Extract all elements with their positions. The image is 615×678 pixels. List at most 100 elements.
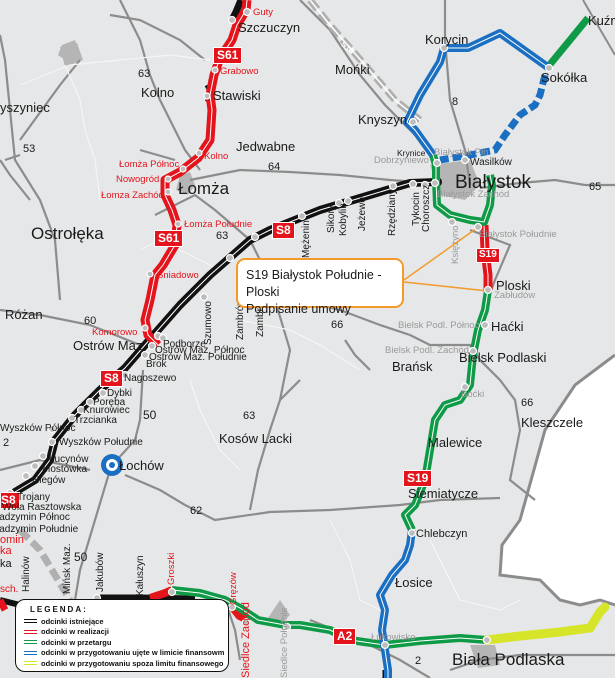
road-number: 2 [3,437,10,449]
callout-subtitle: Podpisanie umowy [246,302,351,316]
node-label: Gręzów [228,572,239,605]
node-label: Łukowisko [371,632,416,643]
node-label: Rzędziany [387,189,398,236]
city-label: Kolno [141,85,175,100]
city-label: Kleszczele [521,415,584,430]
callout-title: S19 Białystok Południe - Ploski [246,268,382,299]
city-label: Ostrów Maz. [73,338,146,353]
city-label: Sokółka [541,70,588,85]
road-number: 50 [74,550,88,564]
node-label: Księżyno [450,225,461,264]
route-shield-s8: S8 [100,370,123,387]
route-shield-s61: S61 [213,47,243,64]
route-shield-s19: S19 [403,470,433,487]
node-label: Sikory [326,205,337,233]
city-label: Bielsk Podlaski [459,350,547,365]
node-label: Komorowo [92,327,138,338]
city-label: Chlebczyn [416,528,468,540]
road-number: 64 [268,161,281,173]
city-label: Mońki [335,62,370,77]
announcement-callout: S19 Białystok Południe - Ploski Podpisan… [236,258,404,316]
node-label: Mińsk Maz. [62,543,73,594]
node-label: Lucynów [49,454,89,465]
legend-item-planned-unfinanced: odcinki w przygotowaniu spoza limitu fin… [24,658,228,669]
planned-financed-routes [101,29,552,678]
city-label: Kosów Lacki [219,431,292,446]
road-number: 50 [143,408,157,422]
node-label: Białystok Zachód [437,189,510,200]
legend-title: LEGENDA: [30,605,88,614]
node-label: Mostówka [42,464,88,475]
road-number: 60 [84,315,97,327]
node-label: Trojany [17,492,50,503]
legend-item-in-progress: odcinki w realizacji [24,627,228,638]
city-label: yszyniec [0,100,50,115]
node-label: ka [0,558,12,570]
legend-label: odcinki w realizacji [41,627,109,637]
legend-item-existing: odcinki istniejące [24,616,228,627]
city-label: Stawiski [213,88,261,103]
node-label: Bielsk Podl. Północ [398,320,480,331]
route-shield-a2: A2 [333,628,357,645]
node-label: Groszki [166,552,177,585]
city-label: Łochów [119,458,164,473]
node-label: Ostrów Maz. Południe [149,352,247,363]
node-label: Siedlce Południe [279,607,290,678]
node-label: Jakubów [95,552,106,592]
node-label: Podborze [163,339,206,350]
road-number: 63 [216,230,229,242]
legend-swatch-red-icon [24,629,37,634]
road-number: 66 [331,319,344,331]
node-label: Wyszków Południe [59,437,143,448]
legend-swatch-green-icon [24,640,37,645]
foreign-territory [500,355,615,605]
road-number: 65 [589,181,602,193]
node-label: Dybki [107,388,133,399]
node-label: Zabłudów [494,290,536,301]
city-label: Korycin [425,32,469,47]
city-label: Łomża [178,179,230,198]
city-label: Biała Podlaska [452,650,565,669]
node-label: Radzymin Południe [0,524,79,535]
node-label: Brok [146,359,167,370]
node-label: Poręba [93,397,126,408]
node-label: Bielsk Podl. Zachód [385,345,469,356]
route-shield-s19: S19 [476,248,500,263]
city-label: Kuźn [588,13,615,28]
road-number: 2 [415,655,422,667]
node-label: Radzymin Północ [0,512,70,523]
node-label: Wasilków [470,157,512,168]
node-label: Dobrzyniewo [374,155,429,166]
legend-item-tender: odcinki w przetargu [24,637,228,648]
node-label: ka [0,545,12,557]
city-label: Szczuczyn [238,20,301,35]
node-label: Łomza Zachód [101,190,164,201]
legend-swatch-blue-icon [24,650,37,655]
city-label: Jedwabne [236,139,296,154]
city-label: Ploski [496,278,531,293]
legend-label: odcinki istniejące [41,616,104,626]
node-label: Knurowiec [83,405,130,416]
node-label: Niegów [32,475,66,486]
city-label: Różan [5,307,43,322]
city-label: Malewice [428,435,483,450]
legend-swatch-black-icon [24,619,37,624]
node-label: Krynice [397,148,426,158]
node-label: sch. [0,584,19,595]
node-label: Kałuszyn [135,555,146,596]
node-label: Grabowo [220,66,259,77]
node-label: Białystok Płn. [434,147,492,158]
node-label: Łomża Południe [184,219,253,230]
route-shield-s8: S8 [272,222,295,239]
unfinanced-route [482,602,610,645]
road-number: 66 [521,397,534,409]
legend-swatch-yellow-icon [24,661,37,666]
city-label: Białystok [455,172,532,193]
road-number: 62 [190,505,203,517]
road-number: 8 [452,96,459,108]
interchange-nodes [5,7,554,650]
node-label: Jeżewo [357,197,368,231]
map-legend: LEGENDA: odcinki istniejące odcinki w re… [15,599,229,672]
